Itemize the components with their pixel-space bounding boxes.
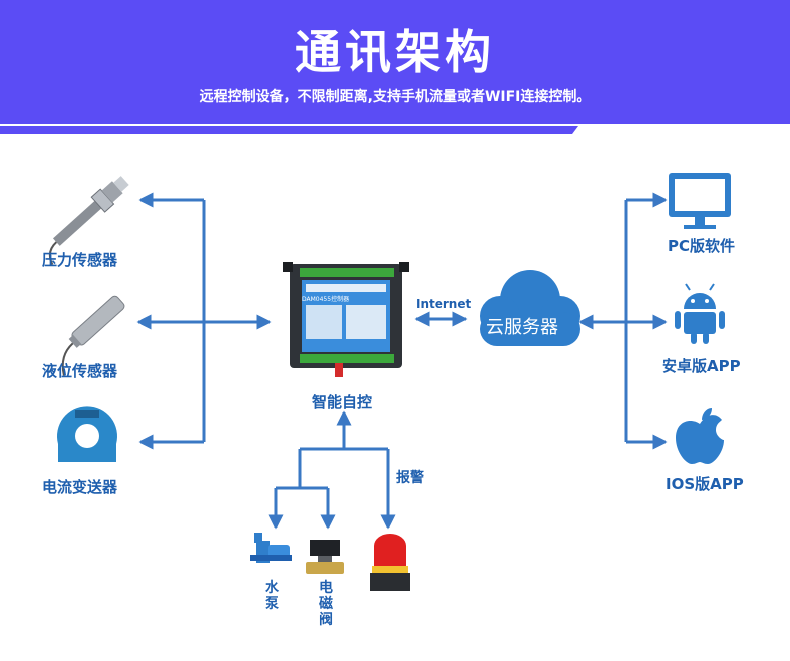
actuator-label-pump: 水泵 — [265, 580, 279, 612]
cloud-label: 云服务器 — [486, 317, 558, 338]
alarm-label: 报警 — [396, 470, 424, 486]
actuator-label-valve: 电磁阀 — [319, 580, 333, 628]
sensor-label-current: 电流变送器 — [42, 478, 118, 496]
controller-board-text: DAM0455控制器 — [302, 296, 350, 303]
header-stripe — [0, 126, 578, 134]
client-label-android: 安卓版APP — [662, 357, 741, 375]
controller-label: 智能自控 — [312, 393, 373, 411]
sensor-label-pressure: 压力传感器 — [42, 251, 118, 269]
page-title: 通讯架构 — [295, 25, 495, 79]
sensor-label-level: 液位传感器 — [42, 362, 118, 380]
client-label-pc: PC版软件 — [668, 237, 736, 255]
client-label-ios: IOS版APP — [666, 475, 744, 493]
internet-label: Internet — [416, 297, 472, 311]
header-banner — [0, 0, 790, 124]
page-subtitle: 远程控制设备，不限制距离,支持手机流量或者WIFI连接控制。 — [199, 89, 591, 105]
